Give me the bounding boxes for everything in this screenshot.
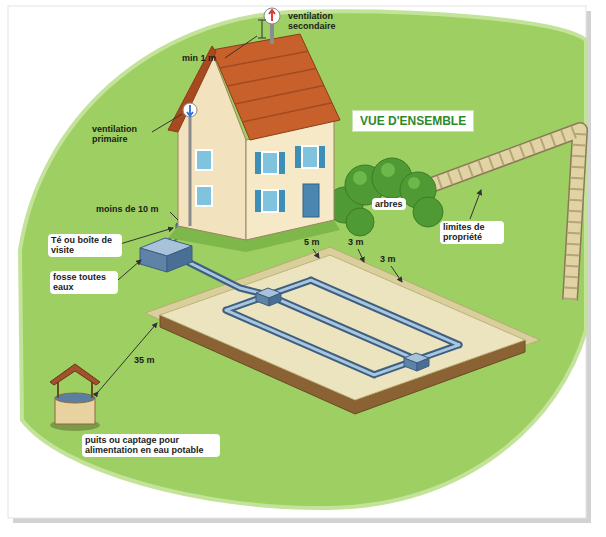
well-roof [50,364,100,385]
callout-label: ventilation secondaire [288,11,352,32]
roof-edge [168,46,216,132]
shutter [279,152,285,174]
dimension-line [98,323,157,392]
window [262,190,278,212]
tank-side [140,248,167,272]
callout-label: arbres [372,198,406,210]
bush [346,208,374,236]
distribution-box [256,288,281,306]
leader-line [470,190,481,219]
primary-vent-pipe [189,117,192,226]
shutter [255,152,261,174]
tank-side [167,246,192,272]
roof-tiles [220,51,332,122]
door [303,184,319,217]
house [168,24,340,252]
box-side [256,293,269,306]
dimension-label: 5 m [304,237,320,247]
box-side [404,358,417,371]
shutter [255,190,261,212]
well-opening [55,393,95,403]
window [262,152,278,174]
dimension-label: min 1 m [182,53,216,63]
shutter [279,190,285,212]
distribution-box [404,353,429,371]
callout-label: Té ou boîte de visite [48,234,122,257]
leader-line [152,114,182,132]
leader-line [391,266,402,282]
shutter [319,146,325,168]
secondary-vent-pipe [270,24,274,44]
callout-label: puits ou captage pour alimentation en ea… [82,434,220,457]
bush-highlight [381,163,395,177]
dimension-line [258,20,266,38]
leader-line [358,249,364,262]
pipe-outline [168,226,459,375]
dimension-label: 35 m [134,355,155,365]
leader-line [313,249,319,258]
callout-label: fosse toutes eaux [50,271,118,294]
bush-highlight [353,171,367,185]
dimension-label: 3 m [348,237,364,247]
lawn [20,11,586,508]
leader-line [118,260,141,280]
window [196,186,212,206]
box-side [417,358,429,371]
trees [327,158,443,236]
shutter [295,146,301,168]
window [196,150,212,170]
well [50,364,100,431]
vent-arrow-down [187,105,193,116]
septic-tank [140,238,192,272]
dimension-label: moins de 10 m [96,204,159,214]
frame [8,6,586,518]
leader-line [225,36,257,58]
window [302,146,318,168]
callout-label: limites de propriété [440,221,504,244]
vent-arrow-up [269,10,275,21]
vent-symbol [264,8,280,24]
bush-highlight [408,177,420,189]
leader-line [120,228,173,244]
vent-symbol [183,103,197,117]
title-panel: VUE D'ENSEMBLE [352,110,474,132]
roof [212,34,340,140]
bush [413,197,443,227]
leader-line [170,212,178,220]
dimension-label: 3 m [380,254,396,264]
callout-label: ventilation primaire [92,124,150,145]
box-side [269,293,281,306]
pipe [168,226,459,375]
